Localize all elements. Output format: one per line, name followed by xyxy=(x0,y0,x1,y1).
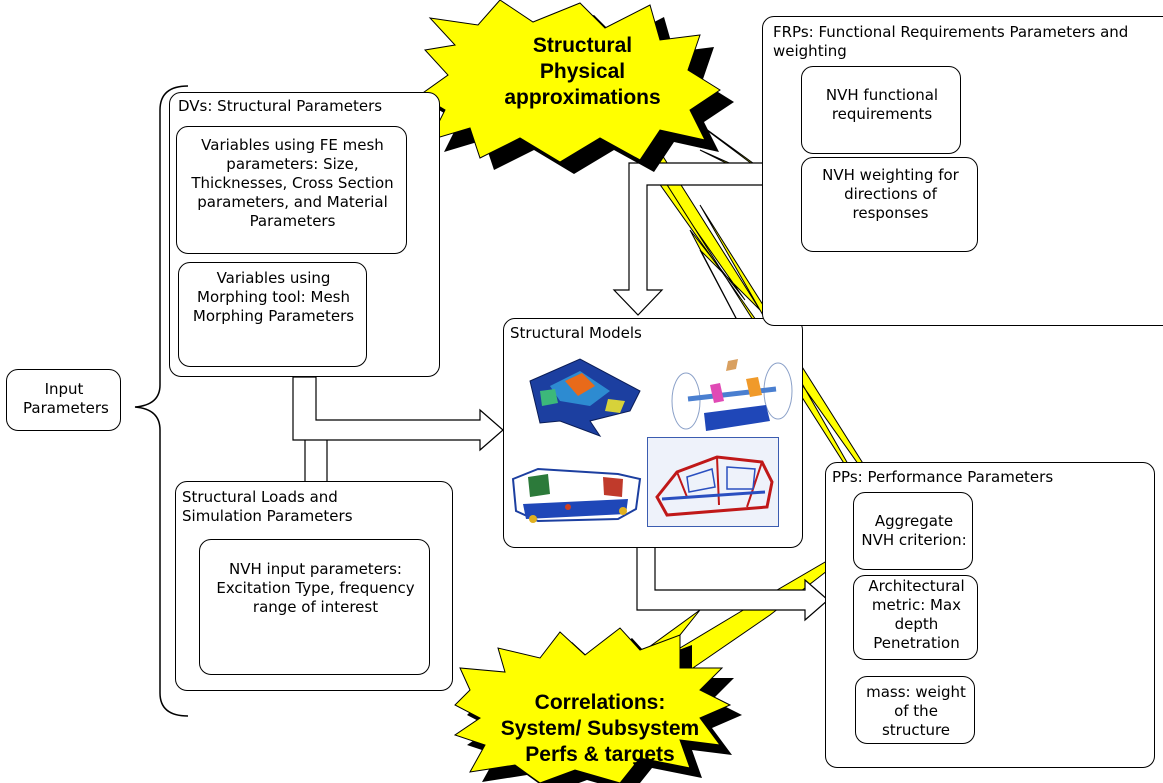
top-burst xyxy=(419,0,734,174)
top-burst-label: Structural Physical approximations xyxy=(504,34,661,109)
suspension-image xyxy=(666,349,800,441)
fe-mesh-variables-box: Variables using FE mesh parameters: Size… xyxy=(176,126,407,254)
nvh-input-box: NVH input parameters: Excitation Type, f… xyxy=(199,539,430,675)
nvh-functional-box: NVH functional requirements xyxy=(801,66,961,154)
fe-mesh-variables-text: Variables using FE mesh parameters: Size… xyxy=(191,136,394,230)
structural-models-title: Structural Models xyxy=(510,324,642,342)
body-in-white-image xyxy=(647,437,779,527)
nvh-functional-text: NVH functional requirements xyxy=(825,86,939,123)
loads-title: Structural Loads and Simulation Paramete… xyxy=(182,488,353,525)
structural-models-box: Structural Models xyxy=(503,318,803,548)
nvh-input-text: NVH input parameters: Excitation Type, f… xyxy=(216,560,415,616)
frps-title: FRPs: Functional Requirements Parameters… xyxy=(773,23,1129,60)
pps-title: PPs: Performance Parameters xyxy=(832,468,1054,486)
architectural-metric-text: Architectural metric: Max depth Penetrat… xyxy=(868,577,965,652)
arrow-frps-to-models xyxy=(612,162,766,316)
architectural-metric-box: Architectural metric: Max depth Penetrat… xyxy=(853,575,978,660)
bottom-burst xyxy=(453,627,742,783)
connector-loads xyxy=(304,440,328,482)
aggregate-nvh-text: Aggregate NVH criterion: xyxy=(861,512,967,549)
nvh-weighting-box: NVH weighting for directions of response… xyxy=(801,157,978,252)
input-parameters-box: Input Parameters xyxy=(6,369,121,431)
input-parameters-label: Input Parameters xyxy=(23,380,109,417)
morphing-variables-box: Variables using Morphing tool: Mesh Morp… xyxy=(178,262,367,367)
nvh-weighting-text: NVH weighting for directions of response… xyxy=(822,166,959,222)
mass-box: mass: weight of the structure xyxy=(855,676,975,744)
arrow-dvs-to-models xyxy=(292,376,504,452)
subframe-blue-image xyxy=(508,449,644,541)
aggregate-nvh-box: Aggregate NVH criterion: xyxy=(853,492,973,570)
arrow-models-to-pps xyxy=(636,546,829,622)
dvs-title: DVs: Structural Parameters xyxy=(178,97,383,115)
morphing-variables-text: Variables using Morphing tool: Mesh Morp… xyxy=(192,269,355,325)
mass-text: mass: weight of the structure xyxy=(866,683,966,739)
input-brace xyxy=(134,85,189,717)
bottom-burst-label: Correlations: System/ Subsystem Perfs & … xyxy=(500,691,700,766)
subframe-mesh-image xyxy=(520,351,646,441)
